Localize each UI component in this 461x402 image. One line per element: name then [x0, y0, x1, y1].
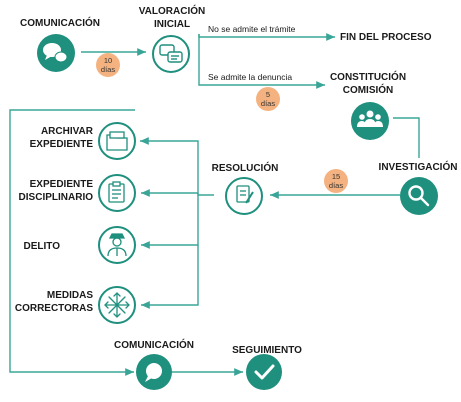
svg-text:días: días — [261, 99, 275, 108]
police-officer-icon — [107, 233, 127, 257]
people-group-icon — [357, 110, 383, 127]
magnifier-icon — [408, 185, 430, 207]
edge-label-se-admite: Se admite la denuncia — [208, 72, 292, 82]
node-expediente-disciplinario: EXPEDIENTE DISCIPLINARIO — [19, 174, 136, 212]
node-fin-proceso-label: FIN DEL PROCESO — [340, 32, 432, 43]
svg-text:INICIAL: INICIAL — [154, 19, 190, 30]
chat-bubbles-icon — [43, 43, 68, 63]
badge-15-dias: 15 días — [324, 169, 348, 193]
edge-to-medidas — [141, 245, 199, 309]
node-resolucion: RESOLUCIÓN — [212, 161, 279, 215]
node-investigacion: INVESTIGACIÓN — [379, 160, 458, 215]
node-medidas-correctoras: MEDIDAS CORRECTORAS — [15, 286, 136, 324]
svg-text:ARCHIVAR: ARCHIVAR — [41, 126, 94, 137]
edge-label-no-admite: No se admite el trámite — [208, 24, 296, 34]
edge-resolucion-branches — [140, 137, 214, 196]
svg-text:INVESTIGACIÓN: INVESTIGACIÓN — [379, 160, 458, 173]
chat-bubble-icon — [145, 363, 162, 382]
node-seguimiento: SEGUIMIENTO — [232, 345, 302, 390]
svg-text:CORRECTORAS: CORRECTORAS — [15, 303, 93, 314]
edge-valoracion-constitucion — [198, 34, 325, 89]
svg-text:DISCIPLINARIO: DISCIPLINARIO — [19, 192, 94, 203]
folder-icon — [106, 131, 128, 151]
node-valoracion-inicial: VALORACIÓN INICIAL — [139, 4, 205, 73]
node-archivar-expediente: ARCHIVAR EXPEDIENTE — [30, 122, 136, 160]
svg-text:RESOLUCIÓN: RESOLUCIÓN — [212, 161, 279, 174]
svg-text:días: días — [101, 65, 115, 74]
svg-text:CONSTITUCIÓN: CONSTITUCIÓN — [330, 70, 406, 83]
svg-text:15: 15 — [332, 172, 340, 181]
document-pen-icon — [236, 185, 254, 204]
node-comunicacion-top: COMUNICACIÓN — [20, 16, 100, 72]
clipboard-icon — [108, 181, 125, 203]
node-constitucion-comision: CONSTITUCIÓN COMISIÓN — [330, 70, 406, 140]
chat-bubbles-outline-icon — [159, 44, 183, 63]
svg-text:DELITO: DELITO — [24, 241, 61, 252]
svg-text:EXPEDIENTE: EXPEDIENTE — [30, 139, 94, 150]
node-comunicacion-bottom: COMUNICACIÓN — [114, 338, 194, 390]
arrows-out-icon — [104, 292, 130, 318]
checkmark-icon — [254, 364, 275, 380]
svg-text:días: días — [329, 181, 343, 190]
badge-10-dias: 10 días — [96, 53, 120, 77]
edge-constitucion-investigacion — [393, 117, 420, 158]
svg-text:COMUNICACIÓN: COMUNICACIÓN — [114, 338, 194, 351]
node-comunicacion-top-label: COMUNICACIÓN — [20, 16, 100, 29]
node-delito: DELITO — [24, 226, 136, 264]
edge-valoracion-fin — [198, 33, 335, 41]
svg-text:MEDIDAS: MEDIDAS — [47, 290, 93, 301]
connectors — [9, 33, 420, 376]
svg-text:10: 10 — [104, 56, 112, 65]
svg-text:COMISIÓN: COMISIÓN — [343, 83, 394, 96]
edge-to-delito — [141, 193, 199, 249]
svg-text:VALORACIÓN: VALORACIÓN — [139, 4, 205, 17]
svg-text:SEGUIMIENTO: SEGUIMIENTO — [232, 345, 302, 356]
svg-text:EXPEDIENTE: EXPEDIENTE — [30, 179, 94, 190]
edge-loop-back — [9, 109, 135, 376]
badge-5-dias: 5 días — [256, 87, 280, 111]
svg-text:5: 5 — [266, 90, 270, 99]
